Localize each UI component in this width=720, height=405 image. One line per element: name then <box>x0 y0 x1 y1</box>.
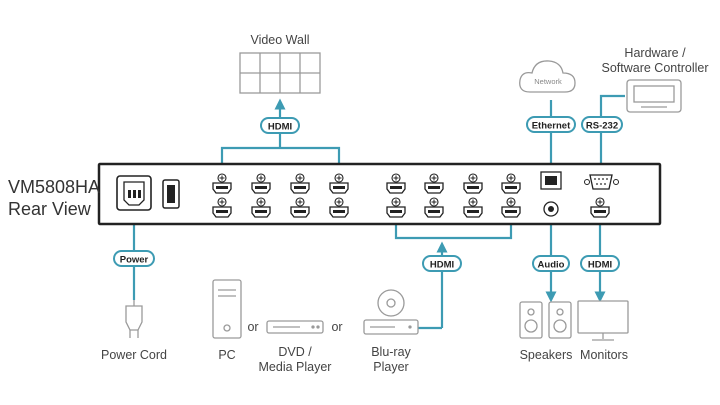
monitors-label: Monitors <box>580 348 628 362</box>
video-wall-label: Video Wall <box>250 33 310 47</box>
power-switch <box>162 179 180 209</box>
audio-jack <box>543 201 559 217</box>
bluray-player-icon <box>363 289 419 335</box>
pc-label: PC <box>218 348 236 362</box>
pill-hdmi-output-label: HDMI <box>588 260 612 271</box>
pill-rs232-label: RS-232 <box>586 121 618 132</box>
network-cloud-icon <box>519 60 576 93</box>
pill-hdmi-input: HDMI <box>422 255 462 272</box>
device-title: VM5808HA Rear View <box>8 176 100 220</box>
or-label-1: or <box>247 320 259 334</box>
pill-power-label: Power <box>120 255 149 266</box>
pill-hdmi-input-label: HDMI <box>430 260 454 271</box>
speakers-icon <box>519 301 572 339</box>
hdmi-input-bracket <box>394 222 513 240</box>
rs232-port <box>584 174 619 190</box>
pill-rs232: RS-232 <box>581 116 623 133</box>
bluray-label-line1: Blu-ray <box>371 345 411 359</box>
pill-ethernet: Ethernet <box>526 116 576 133</box>
pill-hdmi-output: HDMI <box>580 255 620 272</box>
pill-power: Power <box>113 250 155 267</box>
device-chassis <box>97 162 662 226</box>
dvd-label-line1: DVD / <box>278 345 312 359</box>
pill-hdmi-top-label: HDMI <box>268 122 292 133</box>
controller-icon <box>626 79 682 113</box>
controller-label-line1: Hardware / <box>624 46 686 60</box>
pc-icon <box>212 279 242 339</box>
power-cord-label: Power Cord <box>101 348 167 362</box>
speakers-label: Speakers <box>519 348 573 362</box>
dvd-label-line2: Media Player <box>258 360 332 374</box>
ethernet-port <box>540 171 562 190</box>
or-label-2: or <box>331 320 343 334</box>
pill-audio-label: Audio <box>538 260 565 271</box>
power-inlet <box>116 175 152 211</box>
pill-hdmi-top: HDMI <box>260 117 300 134</box>
device-model: VM5808HA <box>8 177 101 197</box>
network-label: Network <box>534 77 562 86</box>
video-wall-icon <box>239 52 321 94</box>
device-view: Rear View <box>8 199 91 219</box>
pill-ethernet-label: Ethernet <box>532 121 571 132</box>
monitor-icon <box>577 300 629 341</box>
bluray-label-line2: Player <box>373 360 409 374</box>
controller-label-line2: Software Controller <box>601 61 709 75</box>
rs232-cable <box>599 94 625 172</box>
dvd-player-icon <box>266 320 324 334</box>
power-plug-icon <box>125 300 143 338</box>
pill-audio: Audio <box>532 255 570 272</box>
